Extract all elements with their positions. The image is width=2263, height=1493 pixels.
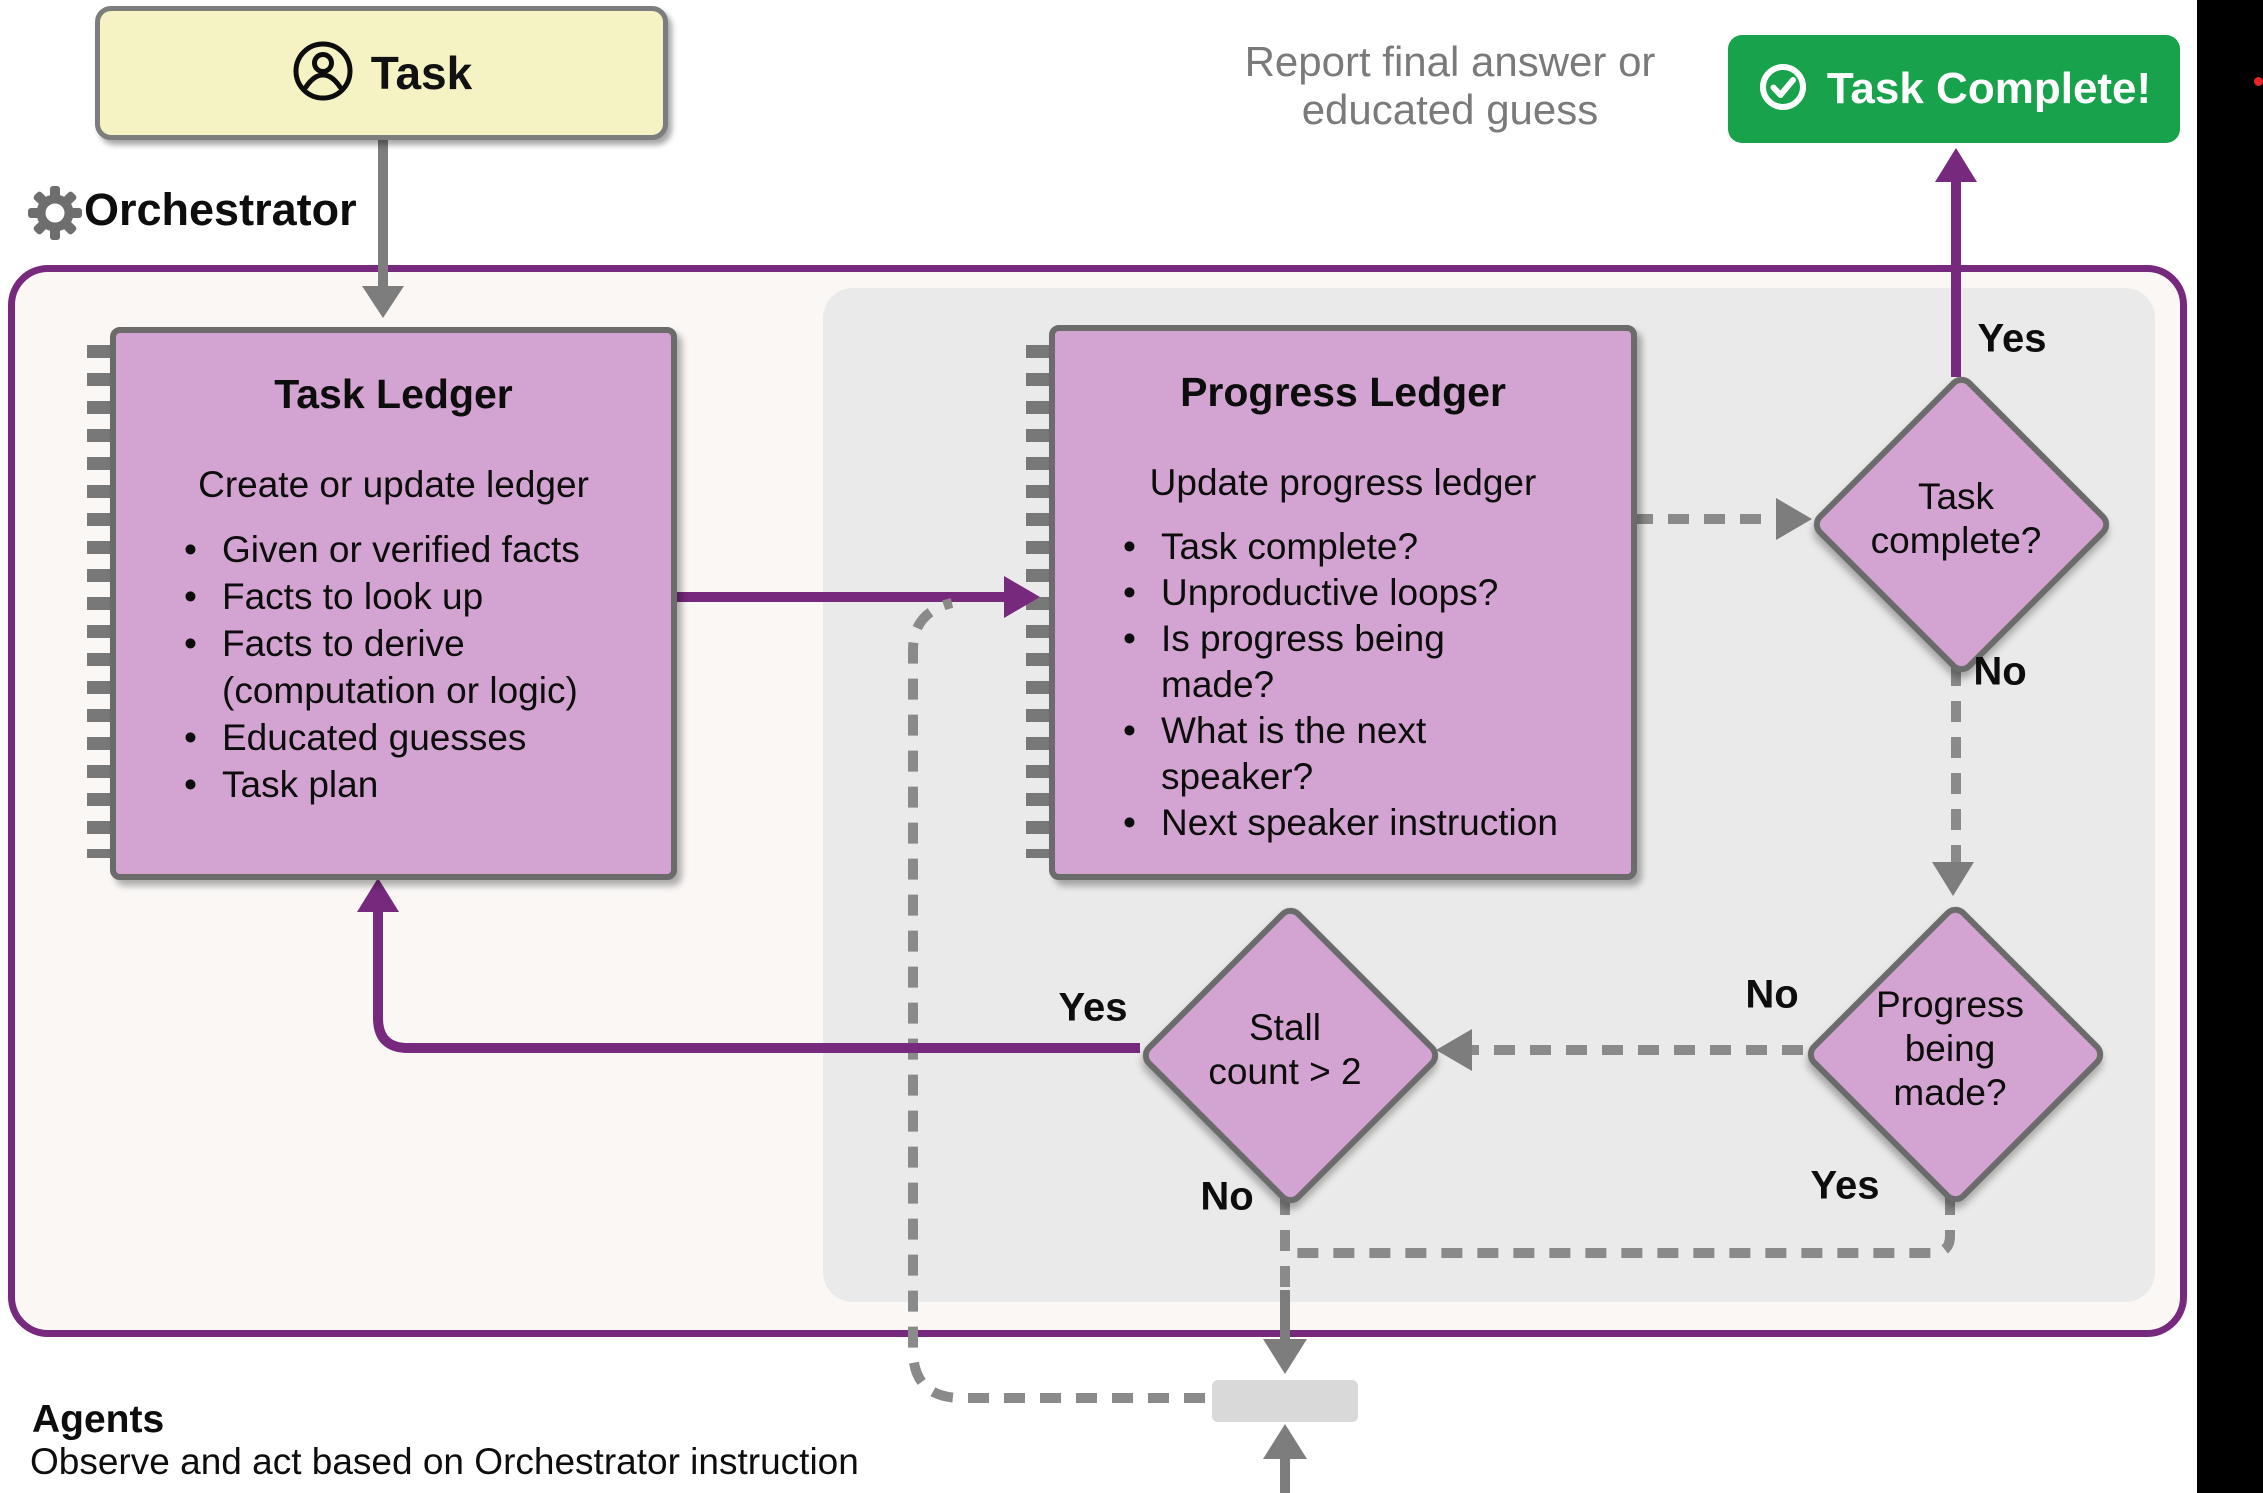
list-item: What is the next speaker? (1121, 708, 1611, 800)
progress-no-label: No (1745, 972, 1799, 1017)
agents-connector-bar (1212, 1380, 1358, 1422)
progress-yes-label: Yes (1810, 1163, 1880, 1208)
task-ledger-title: Task Ledger (274, 371, 513, 417)
task-ledger-subtitle: Create or update ledger (198, 464, 589, 505)
red-dot-marker (2254, 77, 2263, 86)
list-item: Facts to look up (182, 573, 651, 620)
progress-ledger-subtitle: Update progress ledger (1149, 462, 1537, 503)
task-ledger-node: Task Ledger Create or update ledger Give… (110, 327, 677, 880)
right-edge-black-strip (2197, 0, 2263, 1493)
progress-ledger-bullet-list: Task complete? Unproductive loops? Is pr… (1055, 524, 1631, 846)
progress-ledger-node: Progress Ledger Update progress ledger T… (1049, 325, 1637, 880)
list-item: Task plan (182, 761, 651, 808)
list-item: Given or verified facts (182, 526, 651, 573)
agents-subtitle: Observe and act based on Orchestrator in… (30, 1441, 859, 1482)
report-note-line2: educated guess (1301, 86, 1599, 133)
task-complete-no-label: No (1973, 649, 2027, 694)
stall-count-decision-label: Stall count > 2 (1208, 1007, 1362, 1092)
progress-ledger-title: Progress Ledger (1180, 369, 1506, 415)
list-item: Next speaker instruction (1121, 800, 1611, 846)
agents-title: Agents (32, 1398, 165, 1441)
list-item: Is progress being made? (1121, 616, 1611, 708)
list-item: Unproductive loops? (1121, 570, 1611, 616)
task-complete-banner: Task Complete! (1728, 35, 2180, 143)
stall-yes-label: Yes (1058, 985, 1128, 1030)
orchestrator-label: Orchestrator (84, 184, 357, 235)
user-icon (291, 39, 355, 108)
check-circle-icon (1757, 61, 1809, 118)
task-ledger-bullet-list: Given or verified facts Facts to look up… (116, 526, 671, 808)
task-node-label: Task (370, 47, 473, 99)
report-final-answer-note: Report final answer or educated guess (1190, 38, 1710, 134)
list-item: Task complete? (1121, 524, 1611, 570)
list-item: Educated guesses (182, 714, 651, 761)
task-complete-yes-label: Yes (1977, 316, 2047, 361)
report-note-line1: Report final answer or (1244, 38, 1656, 85)
task-complete-banner-label: Task Complete! (1826, 64, 2152, 113)
progress-being-made-decision-label: Progress being made? (1875, 984, 2025, 1113)
task-node: Task (95, 6, 668, 140)
list-item: Facts to derive (computation or logic) (182, 620, 651, 714)
gear-icon (28, 186, 82, 245)
stall-no-label: No (1200, 1174, 1254, 1219)
task-complete-decision-label: Task complete? (1870, 476, 2042, 561)
